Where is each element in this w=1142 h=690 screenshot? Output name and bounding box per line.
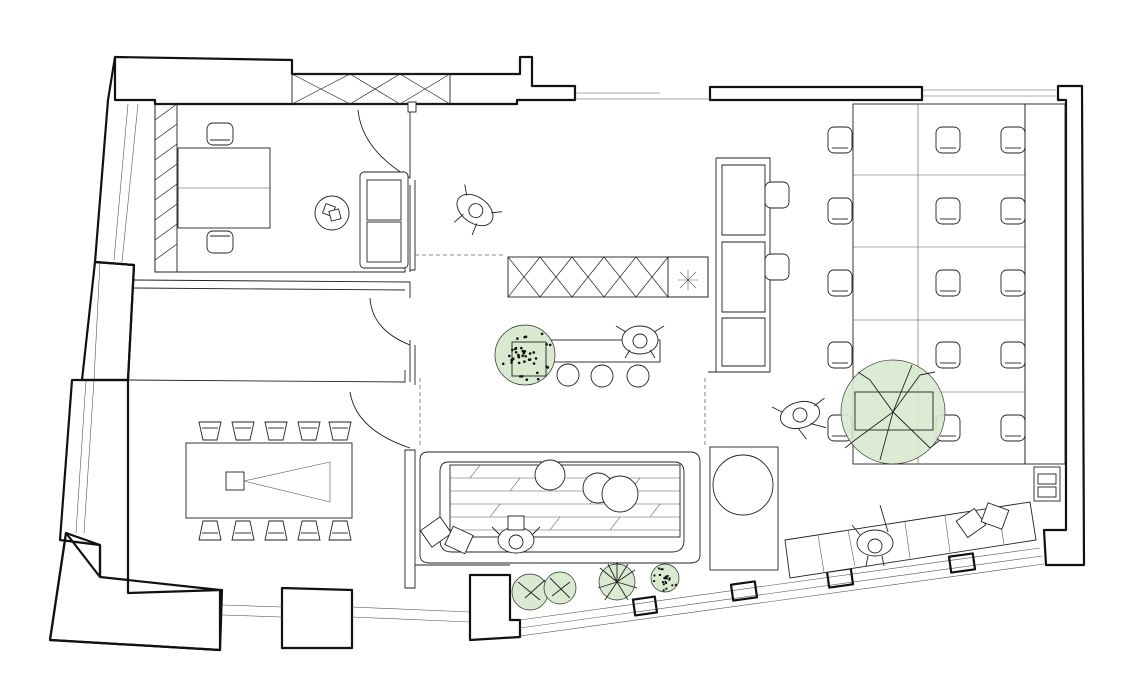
- office-chair-top: [206, 122, 234, 146]
- private-office: [154, 73, 451, 273]
- wall-left: [48, 56, 224, 652]
- projector: [225, 471, 245, 491]
- office-chair: [764, 253, 790, 281]
- office-chair: [935, 269, 961, 297]
- person-entrance: [453, 184, 502, 236]
- shrub-dots: [652, 567, 677, 592]
- office-chair: [827, 269, 853, 297]
- meeting-chair: [198, 520, 222, 541]
- open-office: [764, 103, 1066, 579]
- office-chair: [935, 126, 961, 154]
- office-chair: [827, 126, 853, 154]
- reception: [453, 184, 709, 388]
- storage-cabinet: [507, 256, 709, 298]
- office-chair: [1000, 269, 1026, 297]
- office-chair: [1000, 126, 1026, 154]
- cushion-2: [444, 525, 474, 555]
- meeting-chair: [231, 520, 255, 541]
- open-office-chairs: [764, 126, 1026, 442]
- meeting-chair: [231, 421, 255, 441]
- exterior-walls: [48, 55, 1086, 652]
- bar-stool-1: [556, 363, 580, 387]
- exterior-plants: [511, 562, 680, 611]
- shelving-unit: [154, 103, 178, 273]
- wall-column-1: [631, 595, 659, 617]
- wall-block-left-2: [48, 531, 222, 652]
- person-lounge: [491, 515, 541, 554]
- meeting-chair: [198, 421, 222, 441]
- window-storage: [291, 73, 451, 105]
- round-column: [712, 454, 774, 516]
- office-chair: [1000, 414, 1026, 442]
- door-corridor: [369, 297, 411, 346]
- meeting-chair: [328, 520, 352, 541]
- office-chair: [1000, 341, 1026, 369]
- wall-right: [1042, 84, 1086, 567]
- person-walking: [771, 397, 827, 440]
- wood-deck: [449, 464, 681, 538]
- bar-stool-2: [590, 364, 614, 388]
- tree-planter: [840, 359, 946, 465]
- meeting-chair: [264, 520, 288, 541]
- office-chair: [935, 197, 961, 225]
- person-bench: [851, 504, 894, 567]
- meeting-chair: [264, 421, 288, 441]
- office-chair: [827, 341, 853, 369]
- conference-table: [185, 442, 353, 519]
- cushion-1: [419, 516, 453, 548]
- bench-cushion-1: [955, 507, 987, 539]
- lounge: [419, 451, 701, 564]
- bar-stool-3: [626, 364, 650, 388]
- wall-top-left: [113, 55, 577, 106]
- meeting-chair: [297, 421, 321, 441]
- wall-bottom-pier: [468, 573, 522, 642]
- wall-block-left-1: [80, 260, 136, 382]
- wall-column-2: [729, 580, 759, 602]
- pillar-box: [709, 446, 779, 571]
- office-chair: [1000, 197, 1026, 225]
- meeting-chairs-top: [198, 421, 352, 441]
- meeting-chairs-bottom: [198, 520, 352, 541]
- planter-dots: [501, 332, 552, 381]
- sofa: [359, 171, 409, 269]
- palm-plant: [597, 562, 638, 601]
- person-kitchen: [615, 325, 665, 359]
- planter-reception: [494, 324, 556, 386]
- wall-top-right: [708, 85, 924, 102]
- office-chair: [935, 341, 961, 369]
- office-chair: [827, 197, 853, 225]
- door-private-office: [357, 109, 411, 179]
- meeting-room: [185, 421, 353, 541]
- meeting-chair: [328, 421, 352, 441]
- wall-column-4: [947, 552, 977, 574]
- bench-cushion-2: [980, 502, 1010, 530]
- round-table-3: [601, 475, 639, 513]
- meeting-chair: [297, 520, 321, 541]
- door-meeting: [349, 391, 411, 449]
- wall-block-bottom: [280, 586, 354, 650]
- office-chair: [764, 181, 790, 209]
- office-chair-bottom: [206, 230, 234, 254]
- round-table-1: [534, 459, 566, 491]
